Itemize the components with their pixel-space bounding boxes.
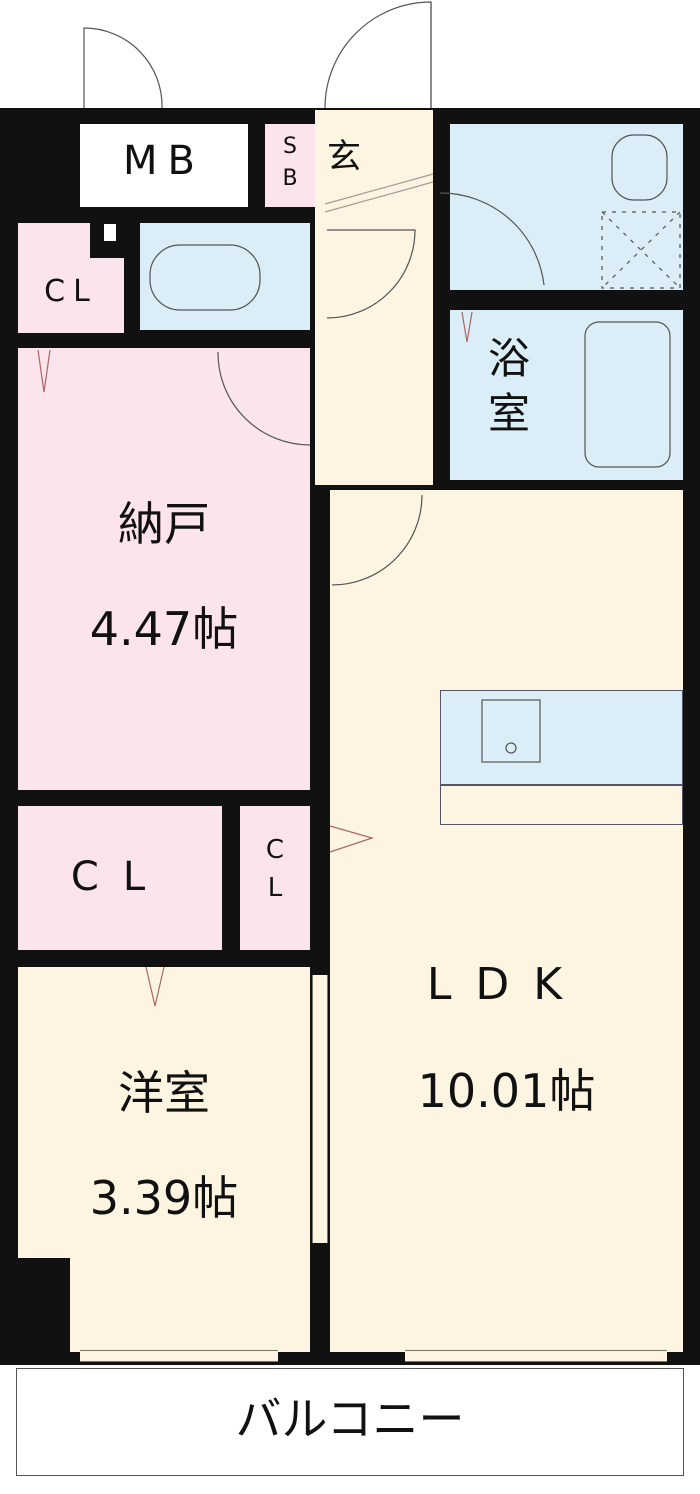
closet-top-label: CL xyxy=(44,274,98,309)
meter-box-label: MB xyxy=(123,138,205,184)
mb-door-icon xyxy=(83,27,163,109)
washing-machine-icon xyxy=(601,211,681,289)
sliding-partition[interactable] xyxy=(312,975,328,1243)
entrance-door-icon xyxy=(324,1,432,109)
pipe-shaft-inner xyxy=(104,224,116,241)
balcony-label: バルコニー xyxy=(235,1392,465,1446)
entrance: 玄 xyxy=(315,110,433,485)
storage-room: 納戸 4.47帖 xyxy=(18,348,310,790)
closet-small: C L xyxy=(240,806,310,950)
arrow-icon xyxy=(329,825,375,853)
column xyxy=(0,1258,70,1365)
ldk-door-icon xyxy=(331,494,423,586)
closet-middle: CL xyxy=(18,806,222,950)
shoe-box-label-2: B xyxy=(282,166,298,191)
toilet-icon xyxy=(149,244,261,311)
entrance-label: 玄 xyxy=(327,137,361,177)
entrance-step-icon xyxy=(324,173,434,213)
window-western xyxy=(80,1350,278,1362)
western-room-size: 3.39帖 xyxy=(89,1171,239,1225)
sink-drain-icon xyxy=(505,742,517,754)
washroom-door-icon xyxy=(439,192,545,286)
closet-small-label-2: L xyxy=(267,873,283,903)
closet-middle-label: CL xyxy=(70,854,170,900)
window-ldk xyxy=(405,1350,667,1362)
washroom xyxy=(450,124,683,290)
bathroom: 浴 室 xyxy=(450,310,683,480)
bathroom-label-2: 室 xyxy=(488,389,531,438)
balcony: バルコニー xyxy=(16,1368,684,1476)
storage-door-icon xyxy=(217,351,311,446)
storage-room-name: 納戸 xyxy=(118,497,210,551)
kitchen-bar xyxy=(440,785,683,825)
sink-icon xyxy=(611,134,668,201)
arrow-icon xyxy=(461,311,473,343)
bathtub-icon xyxy=(584,321,671,468)
ldk-room-name: LDK xyxy=(426,959,587,1010)
shoe-box: S B xyxy=(265,124,315,207)
toilet-room xyxy=(140,223,310,330)
storage-room-size: 4.47帖 xyxy=(89,602,239,656)
bathroom-label-1: 浴 xyxy=(488,334,531,383)
meter-box: MB xyxy=(80,124,248,207)
stove-icon xyxy=(481,699,541,763)
closet-small-label-1: C xyxy=(265,835,285,865)
arrow-icon xyxy=(37,349,51,393)
kitchen-counter xyxy=(440,690,683,785)
shoe-box-label-1: S xyxy=(283,134,297,159)
ldk-room: LDK 10.01帖 xyxy=(330,490,683,1352)
toilet-door-icon xyxy=(326,229,416,319)
western-room-name: 洋室 xyxy=(118,1066,210,1120)
ldk-room-size: 10.01帖 xyxy=(417,1064,596,1118)
arrow-icon xyxy=(145,966,165,1007)
